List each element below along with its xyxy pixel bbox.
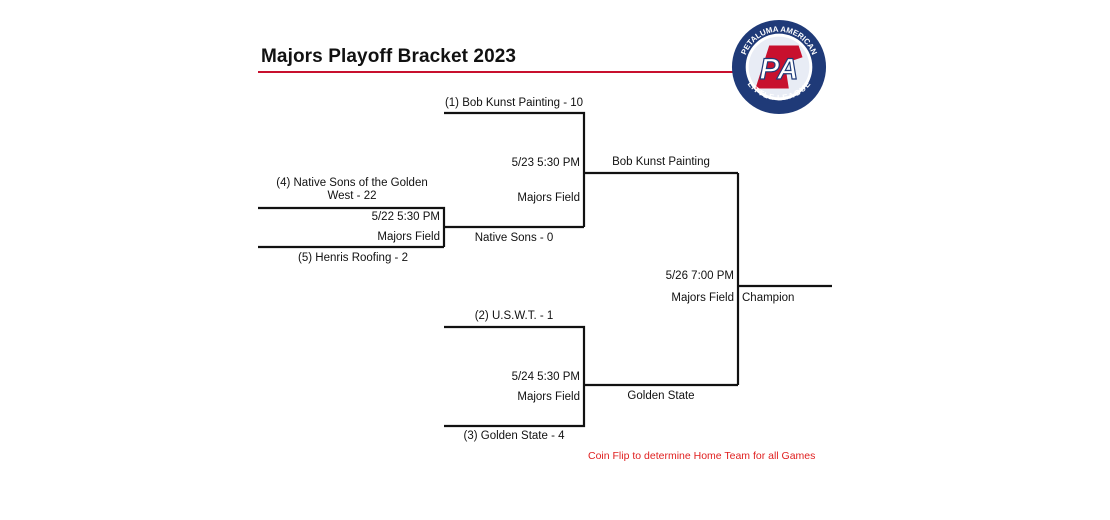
semi1-team-a: (1) Bob Kunst Painting - 10 bbox=[444, 97, 584, 109]
semi1-top-line bbox=[444, 111, 586, 227]
title-underline bbox=[258, 71, 738, 73]
semi1-team-b: Native Sons - 0 bbox=[474, 232, 554, 244]
semi2-time: 5/24 5:30 PM bbox=[511, 371, 580, 383]
round1-team-a-line2: West - 22 bbox=[327, 190, 377, 202]
round1-time: 5/22 5:30 PM bbox=[371, 211, 440, 223]
semi2-field: Majors Field bbox=[517, 391, 580, 403]
page-title: Majors Playoff Bracket 2023 bbox=[261, 46, 517, 67]
league-logo-icon: PA PETALUMA AMERICAN LITTLE LEAGUE bbox=[731, 19, 827, 115]
round1-top-line bbox=[258, 206, 446, 247]
round1-team-a: (4) Native Sons of the Golden West - 22 bbox=[262, 177, 442, 203]
final-time: 5/26 7:00 PM bbox=[665, 270, 734, 282]
semi2-team-b: (3) Golden State - 4 bbox=[463, 430, 565, 442]
champion-label: Champion bbox=[742, 292, 795, 304]
logo-monogram: PA bbox=[760, 53, 799, 86]
semi2-winner: Golden State bbox=[627, 390, 695, 402]
final-field: Majors Field bbox=[671, 292, 734, 304]
round1-field: Majors Field bbox=[377, 231, 440, 243]
round1-team-a-line1: (4) Native Sons of the Golden bbox=[276, 177, 428, 189]
semi1-time: 5/23 5:30 PM bbox=[511, 157, 580, 169]
round1-team-b: (5) Henris Roofing - 2 bbox=[298, 252, 408, 264]
semi1-field: Majors Field bbox=[517, 192, 580, 204]
semi1-winner: Bob Kunst Painting bbox=[612, 156, 710, 168]
semi2-team-a: (2) U.S.W.T. - 1 bbox=[474, 310, 554, 322]
coin-flip-note: Coin Flip to determine Home Team for all… bbox=[588, 450, 816, 462]
semi2-top-line bbox=[444, 325, 586, 428]
